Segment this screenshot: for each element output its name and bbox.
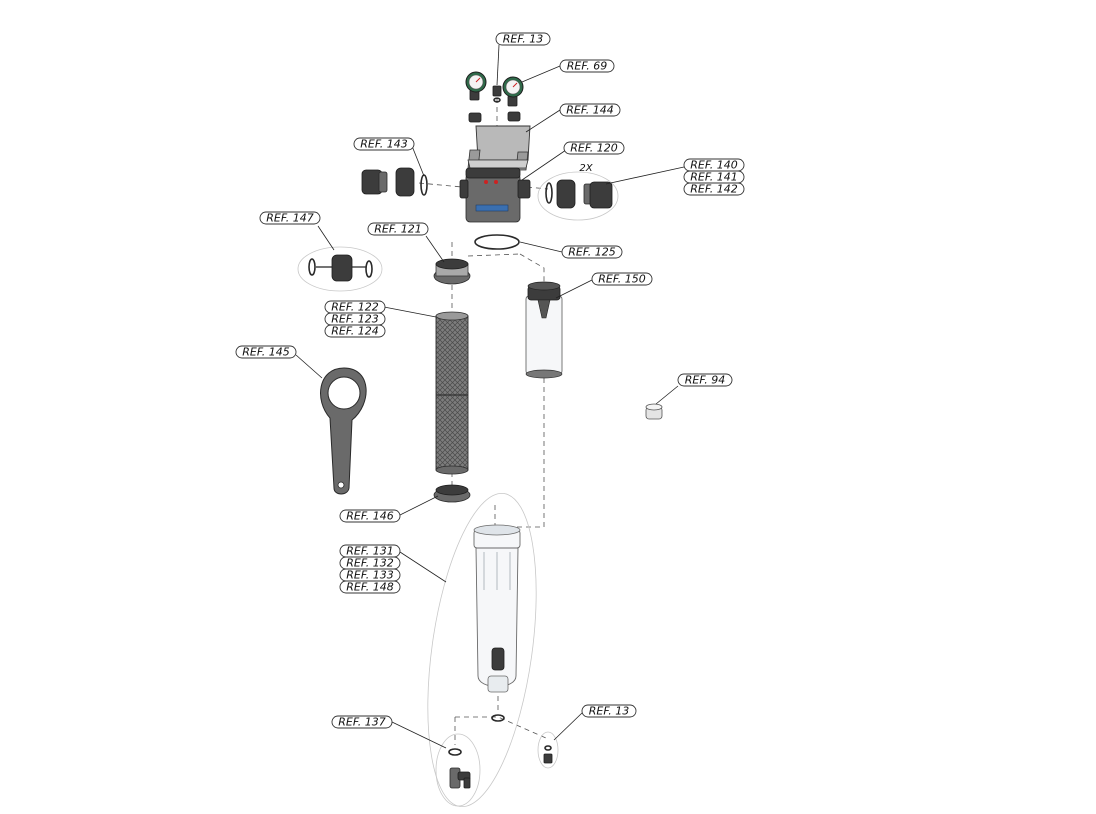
ref-label-121: REF. 121 [367,222,429,236]
ref-label-94: REF. 94 [677,373,733,387]
ref-label-143: REF. 143 [353,137,415,151]
ref-label-text: REF. 124 [331,325,379,338]
vent-screw-top [492,85,502,103]
ref-label-outline [563,141,625,155]
mesh-bottom-adapter [433,484,471,503]
ref-label-137: REF. 137 [331,715,393,729]
ref-label-146: REF. 146 [339,509,401,523]
ref-label-outline [331,715,393,729]
ref-label-outline [581,704,637,718]
ref-label-text: REF. 147 [266,212,314,225]
ref-label-outline [353,137,415,151]
ref-label-outline [495,32,551,46]
ref-label-text: REF. 131 [346,545,394,558]
housing-wrench [320,367,367,495]
right-connector-set [545,179,613,209]
grouping-ellipses [297,171,619,808]
ref-label-text: REF. 148 [346,581,394,594]
ref-label-142: REF. 142 [683,182,745,196]
ref-label-outline [677,373,733,387]
ref-label-outline [561,245,623,259]
ref-label-outline [235,345,297,359]
ref-label-text: REF. 133 [346,569,394,582]
pressure-gauge-right [502,76,524,107]
ref-label-outline [339,580,401,594]
left-connector-set [361,167,428,197]
ref-label-text: REF. 13 [503,33,544,46]
ref-label-outline [683,182,745,196]
leader-lines [295,44,685,749]
ref-label-text: REF. 13 [589,705,630,718]
ref-label-outline [339,509,401,523]
spare-connector-set [308,254,373,282]
head-o-ring [474,234,520,250]
ref-label-text: REF. 122 [331,301,379,314]
pressure-gauge-left [465,71,487,101]
ref-label-145: REF. 145 [235,345,297,359]
ref-label-69: REF. 69 [559,59,615,73]
ref-label-text: REF. 140 [690,159,738,172]
vent-screw-bottom [543,745,553,764]
ref-label-outline [559,103,621,117]
ref-label-125: REF. 125 [561,245,623,259]
ref-label-13-bottom: REF. 13 [581,704,637,718]
ref-label-text: REF. 69 [567,60,608,73]
ref-label-outline [367,222,429,236]
ref-label-131: REF. 131 [339,545,401,558]
ref-label-124: REF. 124 [324,324,386,338]
ref-label-147: REF. 147 [259,211,321,225]
ref-label-13-top: REF. 13 [495,32,551,46]
ref-label-outline [559,59,615,73]
quantity-note: 2X [579,163,593,174]
ref-label-141: REF. 141 [683,171,745,184]
ref-label-text: REF. 142 [690,183,738,196]
ref-label-outline [259,211,321,225]
ref-label-text: REF. 146 [346,510,394,523]
ref-label-text: REF. 137 [338,716,386,729]
sediment-cartridge [525,281,563,379]
mounting-bracket [467,125,531,171]
ref-label-text: REF. 132 [346,557,394,570]
ref-label-123: REF. 123 [324,313,386,326]
ref-label-text: REF. 120 [570,142,618,155]
drain-valve [448,748,471,789]
ref-label-outline [324,324,386,338]
ref-label-outline [591,272,653,286]
ref-label-140: REF. 140 [683,159,745,172]
filter-head [459,167,531,223]
ref-label-text: REF. 123 [331,313,379,326]
ref-label-text: REF. 143 [360,138,408,151]
mesh-top-adapter [433,258,471,285]
clear-housing-bowl [473,524,521,693]
ref-label-120: REF. 120 [563,141,625,155]
bowl-drain-o-ring [491,714,505,722]
mesh-cartridge [435,311,469,475]
ref-label-150: REF. 150 [591,272,653,286]
ref-label-text: REF. 121 [374,223,422,236]
ref-label-text: REF. 94 [685,374,726,387]
small-cap [645,403,663,420]
ref-label-132: REF. 132 [339,557,401,570]
ref-label-text: REF. 125 [568,246,616,259]
ref-label-text: REF. 144 [566,104,614,117]
ref-label-text: REF. 141 [690,171,738,184]
gauge-adapters [468,111,521,123]
ref-label-144: REF. 144 [559,103,621,117]
ref-label-text: REF. 145 [242,346,290,359]
ref-label-text: REF. 150 [598,273,646,286]
ref-label-148: REF. 148 [339,580,401,594]
